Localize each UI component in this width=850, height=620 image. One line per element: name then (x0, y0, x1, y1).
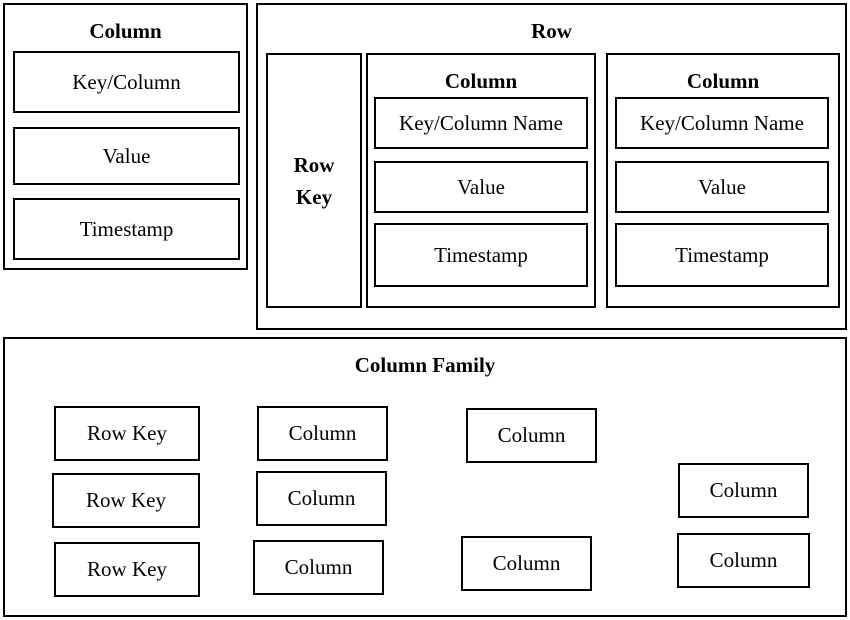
row-key-line-2: Key (295, 184, 333, 209)
family-column-3: Column (253, 540, 384, 595)
column-panel-title: Column (89, 19, 162, 43)
row-column-2-title: Column (686, 69, 760, 93)
row-key-box: Row Key (266, 53, 362, 308)
column-key-field: Key/Column (13, 51, 240, 113)
family-row-key-1: Row Key (54, 406, 200, 461)
row-column-2-key-field: Key/Column Name (615, 97, 829, 149)
column-value-field: Value (13, 127, 240, 185)
row-key-line-1: Row (293, 152, 335, 177)
row-column-2-value-field: Value (615, 161, 829, 213)
family-column-6: Column (678, 463, 809, 518)
row-column-2: Column Key/Column Name Value Timestamp (606, 53, 840, 308)
row-column-1: Column Key/Column Name Value Timestamp (366, 53, 596, 308)
row-panel-title: Row (531, 19, 572, 43)
row-column-1-value-field: Value (374, 161, 588, 213)
row-column-2-timestamp-field: Timestamp (615, 223, 829, 287)
family-column-2: Column (256, 471, 387, 526)
family-column-7: Column (677, 533, 810, 588)
row-column-1-timestamp-field: Timestamp (374, 223, 588, 287)
row-panel: Row Row Key Column Key/Column Name Value… (256, 3, 847, 330)
column-panel: Column Key/Column Value Timestamp (3, 3, 248, 270)
row-column-1-title: Column (444, 69, 518, 93)
family-row-key-3: Row Key (54, 542, 200, 597)
family-row-key-2: Row Key (52, 473, 200, 528)
column-family-panel: Column Family Row Key Row Key Row Key Co… (3, 337, 847, 617)
family-column-4: Column (466, 408, 597, 463)
column-family-title: Column Family (354, 353, 496, 377)
row-column-1-key-field: Key/Column Name (374, 97, 588, 149)
family-column-5: Column (461, 536, 592, 591)
family-column-1: Column (257, 406, 388, 461)
column-timestamp-field: Timestamp (13, 198, 240, 260)
